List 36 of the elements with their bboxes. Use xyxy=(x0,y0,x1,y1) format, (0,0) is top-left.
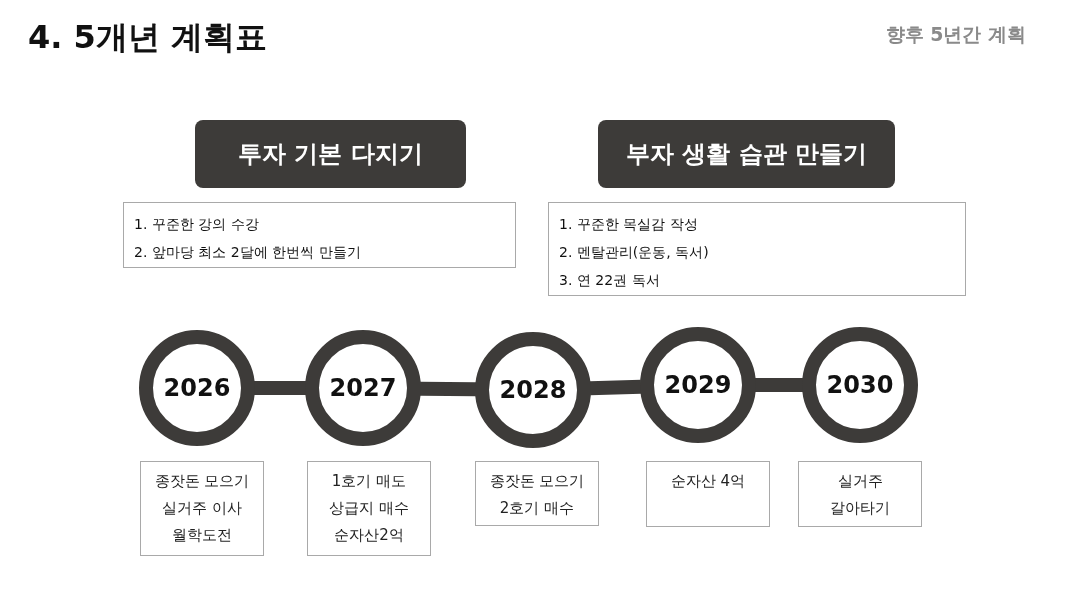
connector-line xyxy=(755,378,803,392)
goal-list-box xyxy=(548,202,966,296)
year-label: 2029 xyxy=(664,371,732,399)
list-item: 1. 꾸준한 강의 수강 xyxy=(134,215,260,234)
plan-item: 순자산 4억 xyxy=(669,471,747,492)
plan-item: 종잣돈 모으기 xyxy=(153,471,251,492)
list-item: 3. 연 22권 독서 xyxy=(559,271,661,290)
heading-banner: 부자 생활 습관 만들기 xyxy=(598,120,895,188)
plan-box xyxy=(646,461,770,527)
plan-item: 1호기 매도 xyxy=(330,471,408,492)
year-label: 2026 xyxy=(163,374,231,402)
plan-item: 월학도전 xyxy=(171,525,233,546)
plan-item: 종잣돈 모으기 xyxy=(488,471,586,492)
plan-item: 순자산2억 xyxy=(333,525,405,546)
plan-item: 갈아타기 xyxy=(829,498,891,519)
plan-item: 실거주 이사 xyxy=(161,498,243,519)
plan-box xyxy=(307,461,431,556)
year-label: 2030 xyxy=(826,371,894,399)
connector-line xyxy=(254,381,306,395)
year-label: 2028 xyxy=(499,376,567,404)
list-item: 2. 멘탈관리(운동, 독서) xyxy=(559,243,710,262)
plan-box xyxy=(475,461,599,526)
plan-box xyxy=(798,461,922,527)
connector-line xyxy=(589,379,642,396)
goal-list-box xyxy=(123,202,516,268)
plan-item: 상급지 매수 xyxy=(328,498,410,519)
plan-item: 2호기 매수 xyxy=(498,498,576,519)
plan-item: 실거주 xyxy=(836,471,884,492)
heading-banner: 투자 기본 다지기 xyxy=(195,120,466,188)
plan-box xyxy=(140,461,264,556)
year-label: 2027 xyxy=(329,374,397,402)
list-item: 1. 꾸준한 목실감 작성 xyxy=(559,215,699,234)
connector-line xyxy=(419,381,477,397)
list-item: 2. 앞마당 최소 2달에 한번씩 만들기 xyxy=(134,243,362,262)
subtitle: 향후 5년간 계획 xyxy=(885,22,1026,47)
page-title: 4. 5개년 계획표 xyxy=(28,17,267,58)
